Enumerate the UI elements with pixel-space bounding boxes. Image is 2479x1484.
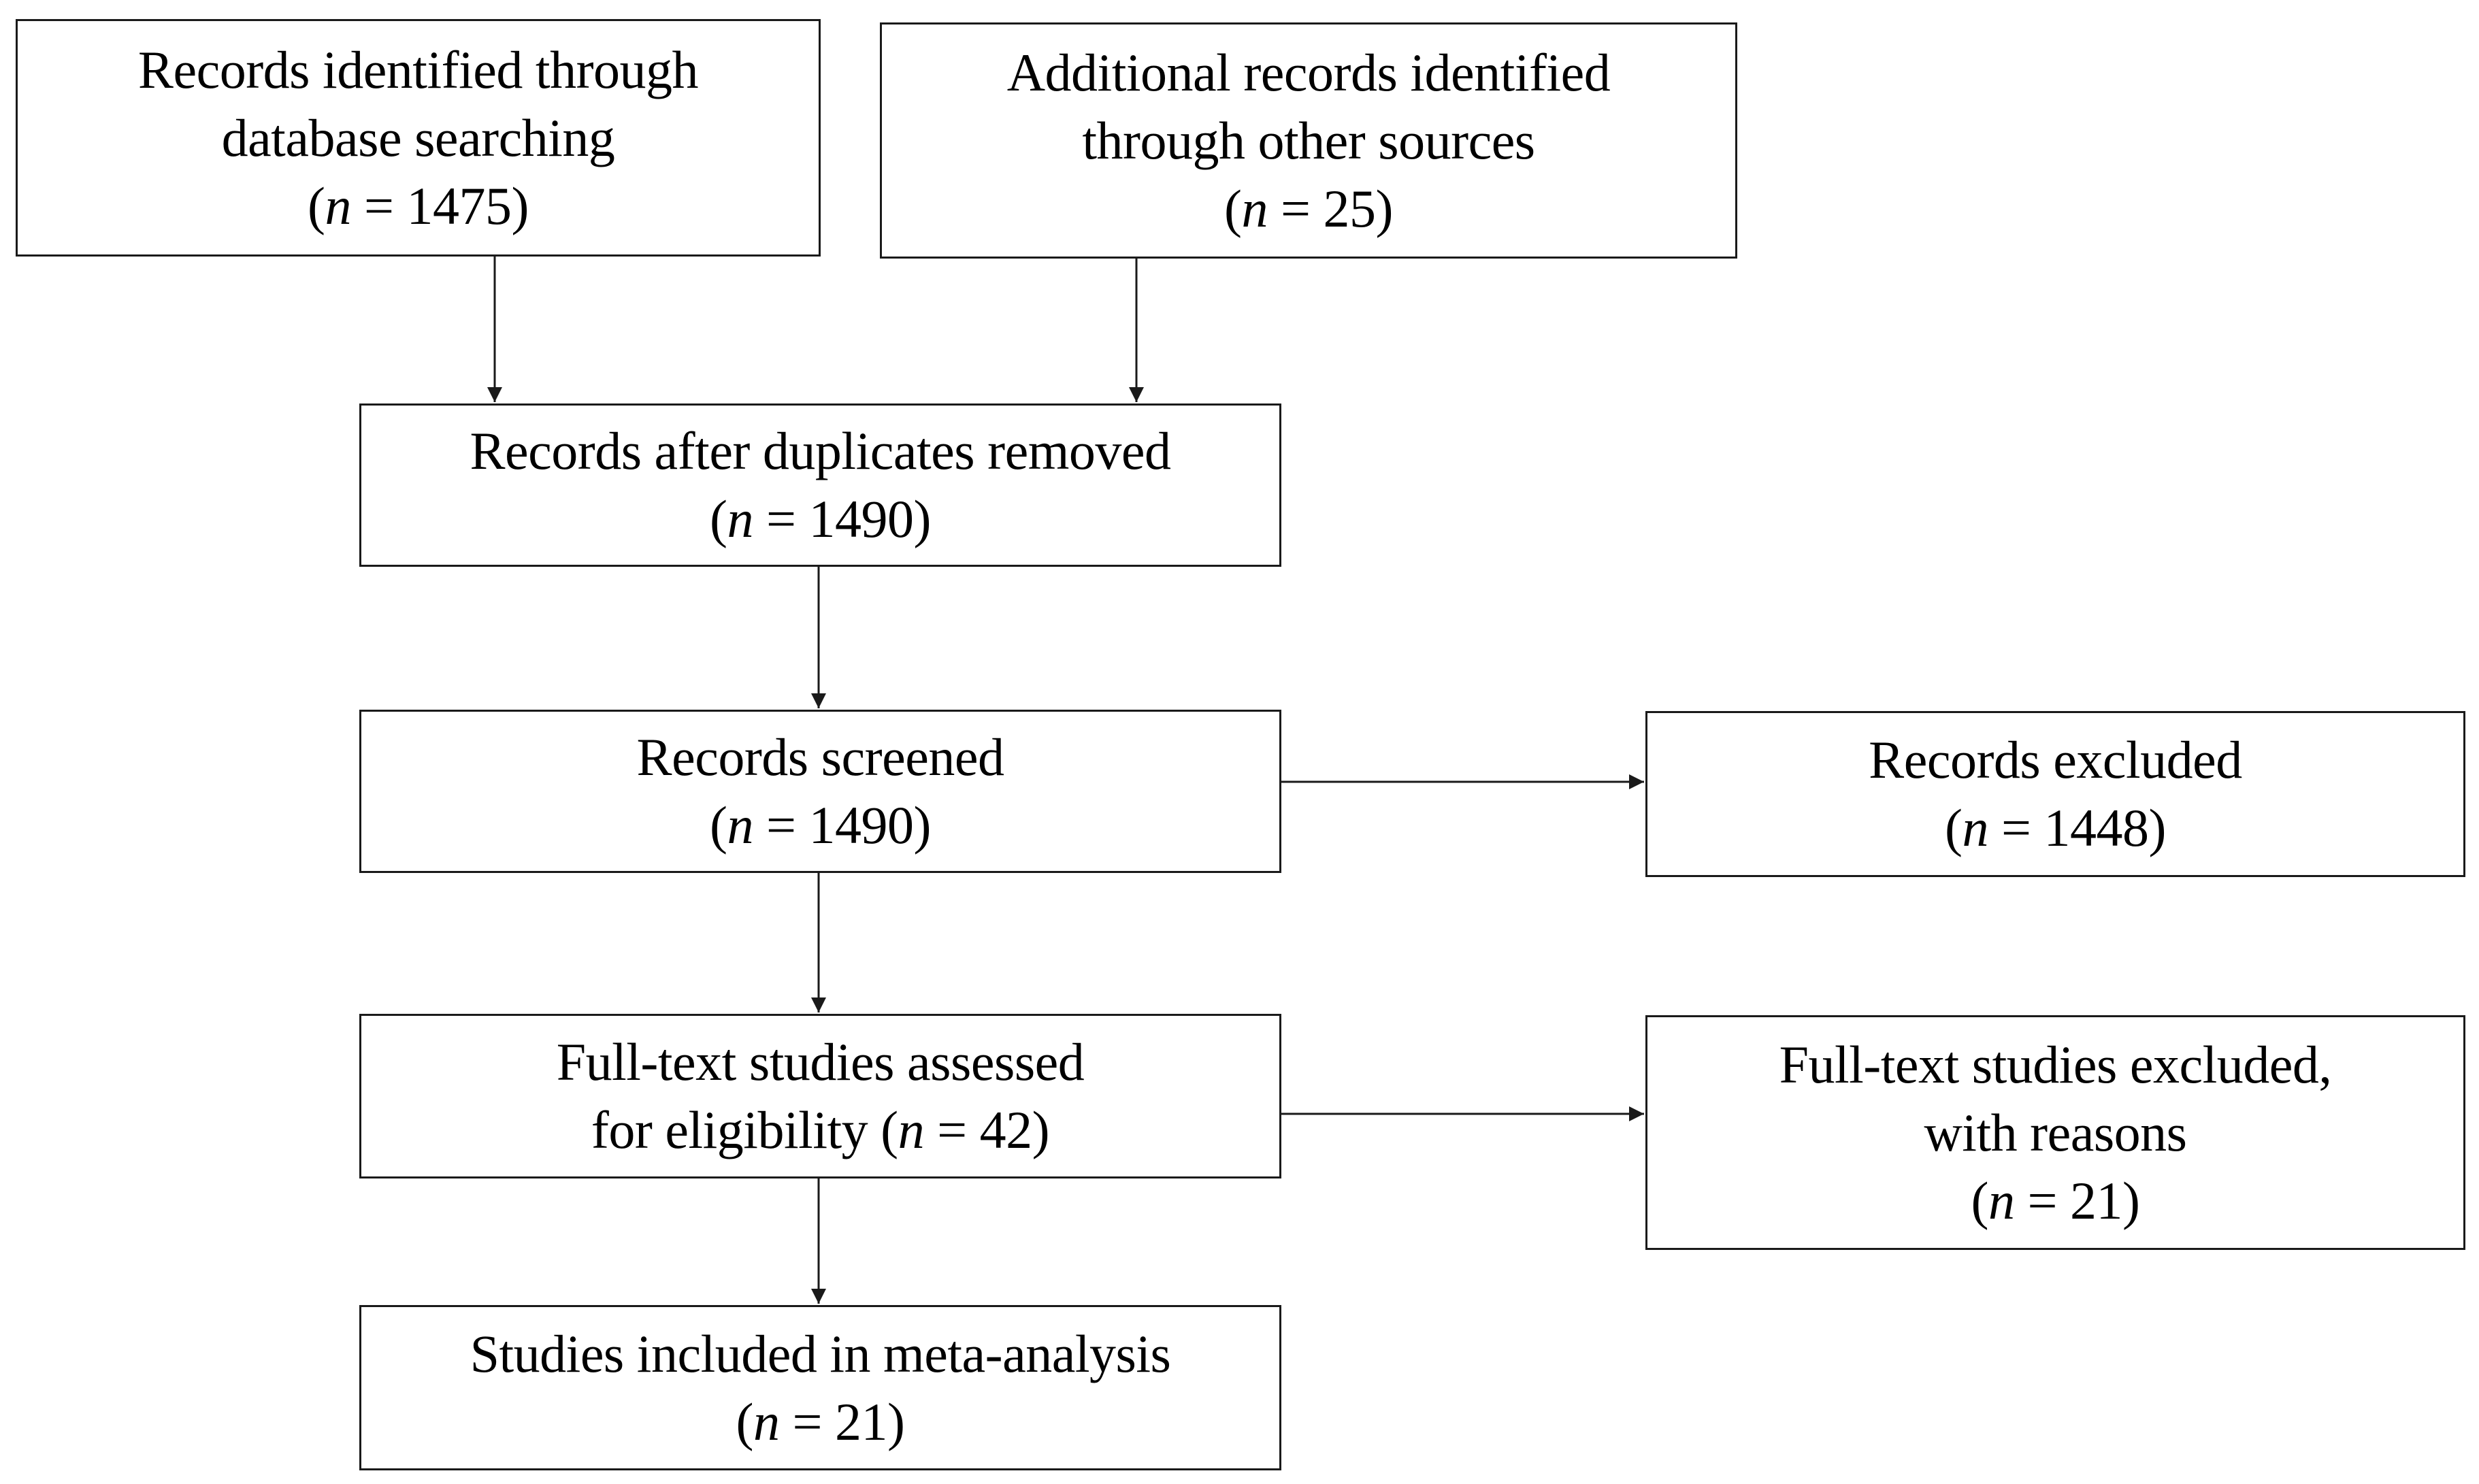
- box-count: (n = 21): [1971, 1170, 2140, 1230]
- box-records-after-duplicates: Records after duplicates removed (n = 14…: [359, 403, 1281, 567]
- box-records-screened: Records screened (n = 1490): [359, 710, 1281, 873]
- box-line: database searching: [221, 108, 615, 167]
- box-count: (n = 1448): [1945, 798, 2166, 857]
- box-count: for eligibility (n = 42): [591, 1100, 1050, 1159]
- box-line: Additional records identified: [1006, 42, 1611, 102]
- box-line: through other sources: [1082, 110, 1535, 170]
- box-line: Records after duplicates removed: [470, 421, 1171, 480]
- box-records-identified-database: Records identified through database sear…: [16, 19, 821, 257]
- box-records-excluded: Records excluded (n = 1448): [1645, 711, 2465, 877]
- box-line: Full-text studies excluded,: [1779, 1034, 2332, 1094]
- box-fulltext-assessed: Full-text studies assessed for eligibili…: [359, 1014, 1281, 1178]
- box-line: Full-text studies assessed: [556, 1032, 1085, 1091]
- box-line: Studies included in meta-analysis: [470, 1323, 1171, 1383]
- box-count: (n = 1475): [308, 176, 529, 235]
- box-line: Records screened: [636, 727, 1004, 787]
- box-line: Records identified through: [137, 39, 699, 99]
- box-line: Records excluded: [1869, 730, 2242, 789]
- box-count: (n = 1490): [710, 489, 931, 548]
- box-count: (n = 1490): [710, 795, 931, 855]
- box-count: (n = 25): [1224, 178, 1393, 238]
- box-line: with reasons: [1924, 1102, 2187, 1162]
- box-studies-included: Studies included in meta-analysis (n = 2…: [359, 1305, 1281, 1470]
- box-count: (n = 21): [736, 1391, 905, 1451]
- box-fulltext-excluded: Full-text studies excluded, with reasons…: [1645, 1015, 2465, 1250]
- box-records-identified-other: Additional records identified through ot…: [880, 22, 1737, 259]
